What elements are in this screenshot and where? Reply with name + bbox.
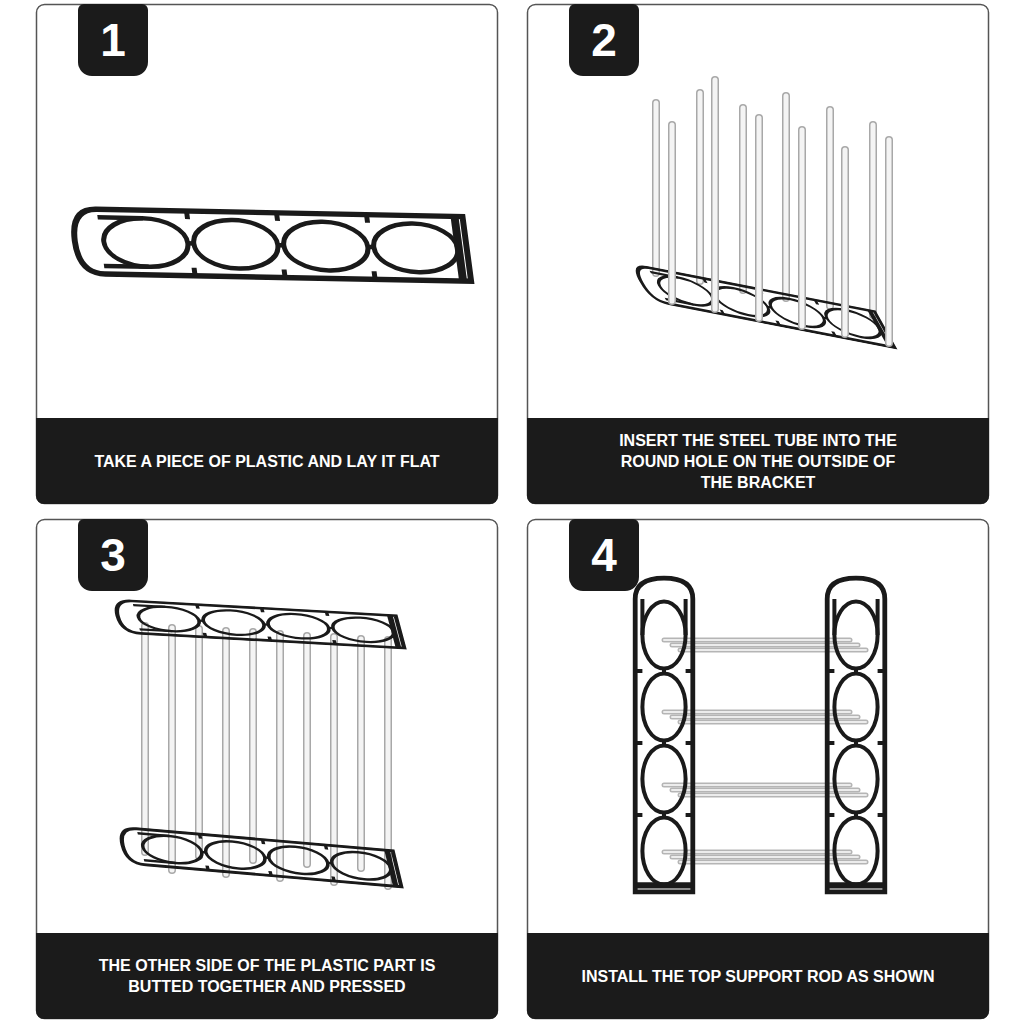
step-number: 1: [100, 17, 126, 63]
step-badge: 1: [78, 4, 148, 76]
step-caption: THE OTHER SIDE OF THE PLASTIC PART IS BU…: [67, 955, 467, 997]
plastic-bracket: [113, 600, 404, 887]
plastic-bracket: [70, 209, 471, 282]
side-frame: [635, 578, 885, 892]
step-badge: 4: [569, 519, 639, 591]
step-caption: INSERT THE STEEL TUBE INTO THE ROUND HOL…: [608, 430, 908, 493]
steel-tubes-front: [672, 80, 889, 343]
step-number: 4: [591, 532, 617, 578]
step-caption: TAKE A PIECE OF PLASTIC AND LAY IT FLAT: [94, 451, 439, 472]
steel-tubes-back: [656, 93, 873, 315]
caption-bar: TAKE A PIECE OF PLASTIC AND LAY IT FLAT: [36, 418, 498, 504]
step-number: 2: [591, 17, 617, 63]
caption-bar: INSTALL THE TOP SUPPORT ROD AS SHOWN: [527, 933, 989, 1019]
caption-bar: THE OTHER SIDE OF THE PLASTIC PART IS BU…: [36, 933, 498, 1019]
panel-frame: [37, 5, 989, 1019]
step-caption: INSTALL THE TOP SUPPORT ROD AS SHOWN: [582, 966, 935, 987]
step-number: 3: [100, 532, 126, 578]
step-badge: 2: [569, 4, 639, 76]
step-badge: 3: [78, 519, 148, 591]
caption-bar: INSERT THE STEEL TUBE INTO THE ROUND HOL…: [527, 418, 989, 504]
